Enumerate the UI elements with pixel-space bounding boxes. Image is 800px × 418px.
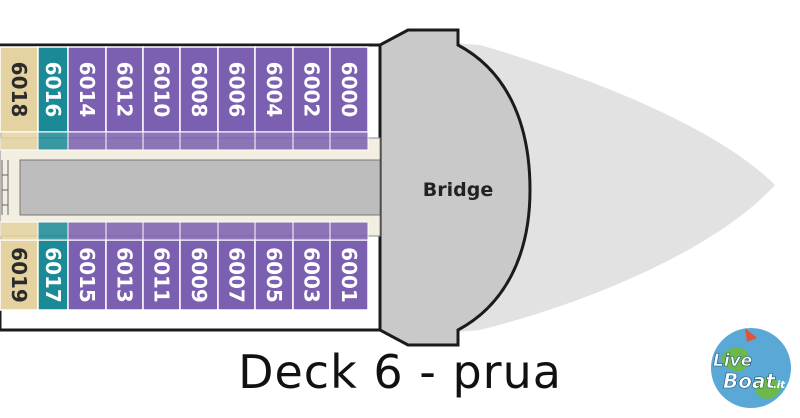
cabin-label-6000: 6000 xyxy=(337,62,361,118)
cabin-balcony-6010 xyxy=(142,131,181,151)
cabin-balcony-6006 xyxy=(217,131,256,151)
cabin-label-6015: 6015 xyxy=(75,247,99,303)
cabin-label-6008: 6008 xyxy=(187,62,211,118)
cabin-label-6005: 6005 xyxy=(262,247,286,303)
cabin-6000[interactable] xyxy=(329,46,369,133)
cabin-label-6011: 6011 xyxy=(150,247,174,303)
cabin-6013[interactable] xyxy=(105,239,144,311)
cabin-6009[interactable] xyxy=(179,239,219,311)
deck-caption: Deck 6 - prua xyxy=(238,345,562,399)
cabin-balcony-6005 xyxy=(254,221,294,241)
cabin-balcony-6001 xyxy=(329,221,369,241)
cabin-label-6010: 6010 xyxy=(150,62,174,118)
cabin-label-6002: 6002 xyxy=(300,62,324,118)
cabins-bottom-row: 6019 6017 6015 6013 6011 6009 6007 6005 6003 6001 xyxy=(0,221,369,311)
globe-logo-icon: Live Boat .it xyxy=(711,328,791,408)
cabin-balcony-6002 xyxy=(292,131,331,151)
cabin-balcony-6014 xyxy=(67,131,107,151)
cabin-label-6013: 6013 xyxy=(113,247,137,303)
cabin-balcony-6003 xyxy=(292,221,331,241)
cabin-balcony-6000 xyxy=(329,131,369,151)
cabin-label-6007: 6007 xyxy=(225,247,249,303)
cabin-label-6019: 6019 xyxy=(7,247,31,303)
cabin-balcony-6019 xyxy=(0,221,39,241)
cabin-balcony-6009 xyxy=(179,221,219,241)
cabin-label-6012: 6012 xyxy=(113,62,137,118)
cabin-balcony-6016 xyxy=(37,131,69,151)
cabin-label-6009: 6009 xyxy=(187,247,211,303)
cabin-label-6016: 6016 xyxy=(41,62,65,118)
cabin-6004[interactable] xyxy=(254,46,294,133)
cabin-balcony-6012 xyxy=(105,131,144,151)
cabin-label-6014: 6014 xyxy=(75,62,99,118)
cabin-label-6003: 6003 xyxy=(300,247,324,303)
cabin-label-6006: 6006 xyxy=(225,62,249,118)
cabin-6008[interactable] xyxy=(179,46,219,133)
cabin-6017[interactable] xyxy=(37,239,69,311)
logo-suffix: .it xyxy=(773,380,786,391)
logo-boat: Boat xyxy=(723,369,776,393)
corridor-inner xyxy=(19,159,381,216)
cabins-top-row: 6018 6016 6014 6012 6010 6008 6006 6004 6002 6000 xyxy=(0,46,369,151)
cabin-balcony-6015 xyxy=(67,221,107,241)
cabin-label-6017: 6017 xyxy=(41,247,65,303)
bridge-label: Bridge xyxy=(423,179,493,201)
cabin-balcony-6017 xyxy=(37,221,69,241)
cabin-balcony-6013 xyxy=(105,221,144,241)
cabin-label-6004: 6004 xyxy=(262,62,286,118)
stairs-icon xyxy=(1,160,9,215)
cabin-balcony-6011 xyxy=(142,221,181,241)
cabin-balcony-6004 xyxy=(254,131,294,151)
cabin-balcony-6018 xyxy=(0,131,39,151)
cabin-balcony-6007 xyxy=(217,221,256,241)
cabin-balcony-6008 xyxy=(179,131,219,151)
cabin-6016[interactable] xyxy=(37,46,69,133)
cabin-label-6018: 6018 xyxy=(7,62,31,118)
cabin-label-6001: 6001 xyxy=(337,247,361,303)
logo-live: Live xyxy=(713,351,752,371)
cabin-6005[interactable] xyxy=(254,239,294,311)
cabin-6001[interactable] xyxy=(329,239,369,311)
